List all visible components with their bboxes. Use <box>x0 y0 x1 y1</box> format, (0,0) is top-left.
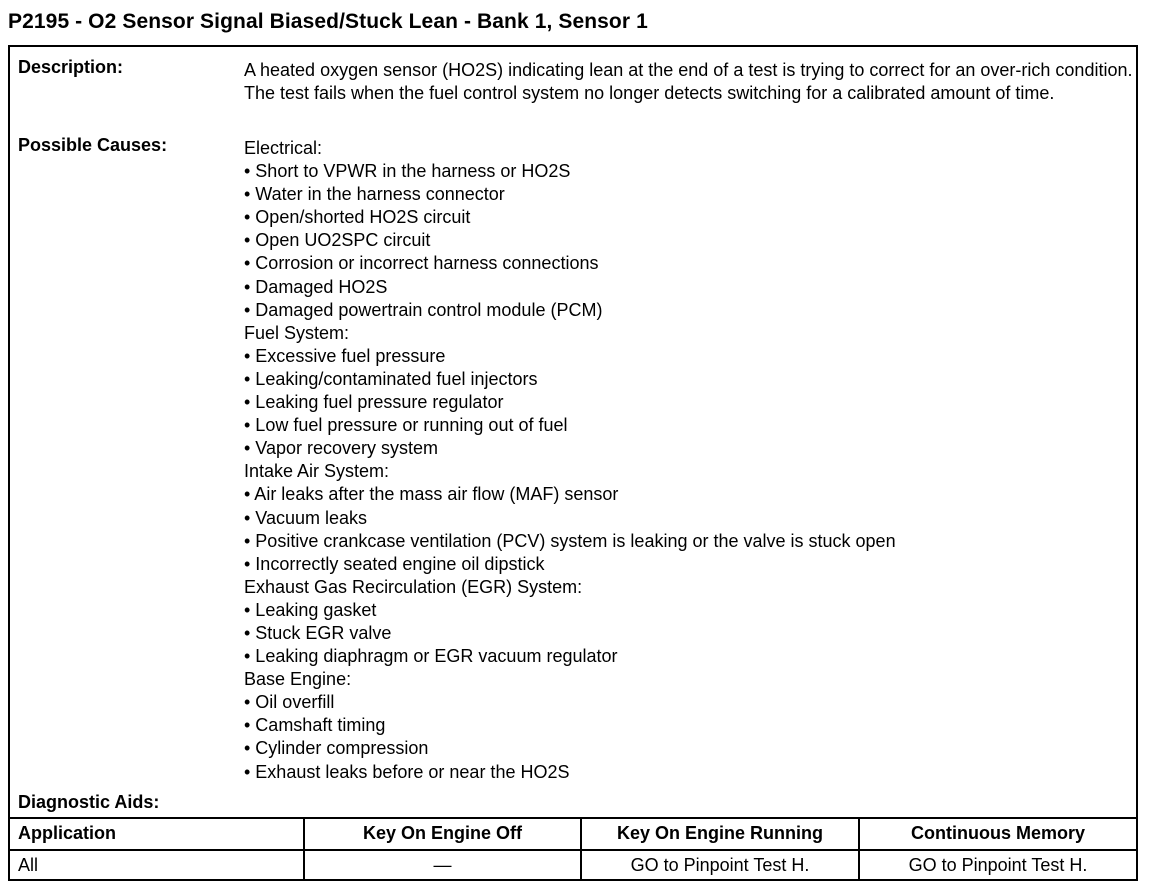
possible-causes-label: Possible Causes: <box>18 135 168 155</box>
cause-line: • Damaged HO2S <box>244 276 388 297</box>
cause-line: • Oil overfill <box>244 692 335 713</box>
cause-line: • Leaking diaphragm or EGR vacuum regula… <box>244 646 618 667</box>
cause-line: • Water in the harness connector <box>244 184 505 205</box>
table-header-koeo: Key On Engine Off <box>362 823 522 843</box>
table-header-application: Application <box>18 823 116 843</box>
cause-line: • Corrosion or incorrect harness connect… <box>244 253 599 274</box>
dtc-info-box: Description: A heated oxygen sensor (HO2… <box>8 45 1138 881</box>
cause-line: • Cylinder compression <box>244 738 429 759</box>
description-text: A heated oxygen sensor (HO2S) indicating… <box>244 60 1133 103</box>
table-column-divider <box>858 819 860 879</box>
table-column-divider <box>580 819 582 879</box>
cause-line: • Vacuum leaks <box>244 507 368 528</box>
cause-line: • Low fuel pressure or running out of fu… <box>244 415 568 436</box>
cause-line: • Camshaft timing <box>244 715 386 736</box>
table-header-continuous-memory: Continuous Memory <box>911 823 1085 843</box>
table-column-divider <box>303 819 305 879</box>
cause-line: Intake Air System: <box>244 461 390 482</box>
cause-line: Exhaust Gas Recirculation (EGR) System: <box>244 576 583 597</box>
cause-line: • Leaking gasket <box>244 599 377 620</box>
cause-line: • Air leaks after the mass air flow (MAF… <box>244 484 619 505</box>
cause-line: • Vapor recovery system <box>244 438 439 459</box>
page-title: P2195 - O2 Sensor Signal Biased/Stuck Le… <box>8 10 648 33</box>
description-label: Description: <box>18 57 124 77</box>
table-cell-koeo: — <box>433 855 452 875</box>
cause-line: • Exhaust leaks before or near the HO2S <box>244 761 570 782</box>
cause-line: • Open/shorted HO2S circuit <box>244 207 471 228</box>
cause-line: • Incorrectly seated engine oil dipstick <box>244 553 545 574</box>
cause-line: Fuel System: <box>244 322 350 343</box>
cause-line: • Positive crankcase ventilation (PCV) s… <box>244 530 896 551</box>
cause-line: Electrical: <box>244 138 323 158</box>
table-row-divider <box>10 849 1136 851</box>
cause-line: • Open UO2SPC circuit <box>244 230 431 251</box>
cause-line: • Short to VPWR in the harness or HO2S <box>244 161 571 182</box>
table-cell-application: All <box>18 855 39 875</box>
cause-line: • Excessive fuel pressure <box>244 345 446 366</box>
table-cell-koer: GO to Pinpoint Test H. <box>630 855 810 875</box>
table-top-border <box>10 817 1136 819</box>
cause-line: • Stuck EGR valve <box>244 622 392 643</box>
possible-causes-list: Electrical: • Short to VPWR in the harne… <box>244 137 1124 784</box>
cause-line: • Leaking fuel pressure regulator <box>244 392 504 413</box>
table-cell-continuous-memory: GO to Pinpoint Test H. <box>908 855 1088 875</box>
cause-line: • Leaking/contaminated fuel injectors <box>244 368 538 389</box>
cause-line: Base Engine: <box>244 669 352 690</box>
diagnostic-aids-label: Diagnostic Aids: <box>18 792 160 812</box>
table-header-koer: Key On Engine Running <box>617 823 823 843</box>
cause-line: • Damaged powertrain control module (PCM… <box>244 299 603 320</box>
